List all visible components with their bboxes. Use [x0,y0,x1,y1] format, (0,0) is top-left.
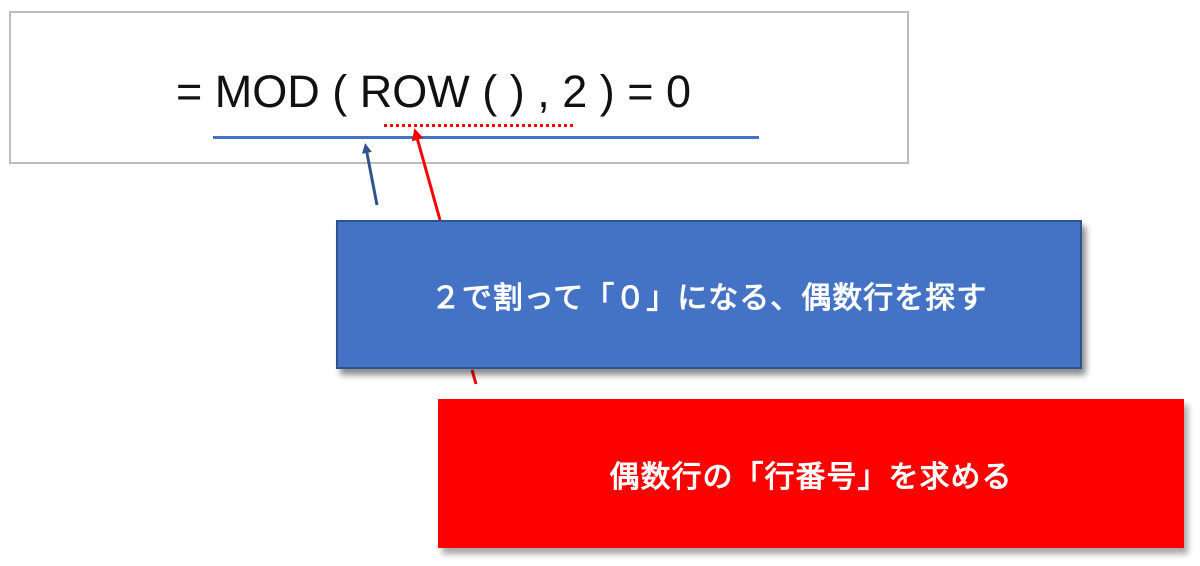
blue-callout: ２で割って「０」になる、偶数行を探す [336,220,1082,369]
mod-underline [213,136,759,139]
blue-callout-text: ２で割って「０」になる、偶数行を探す [430,280,988,316]
red-callout: 偶数行の「行番号」を求める [438,399,1184,548]
red-callout-text: 偶数行の「行番号」を求める [609,459,1013,495]
formula-text: = MOD ( ROW ( ) , 2 ) = 0 [176,66,692,117]
row-dotted-underline [384,124,573,127]
red-arrow-bottom [470,369,478,385]
